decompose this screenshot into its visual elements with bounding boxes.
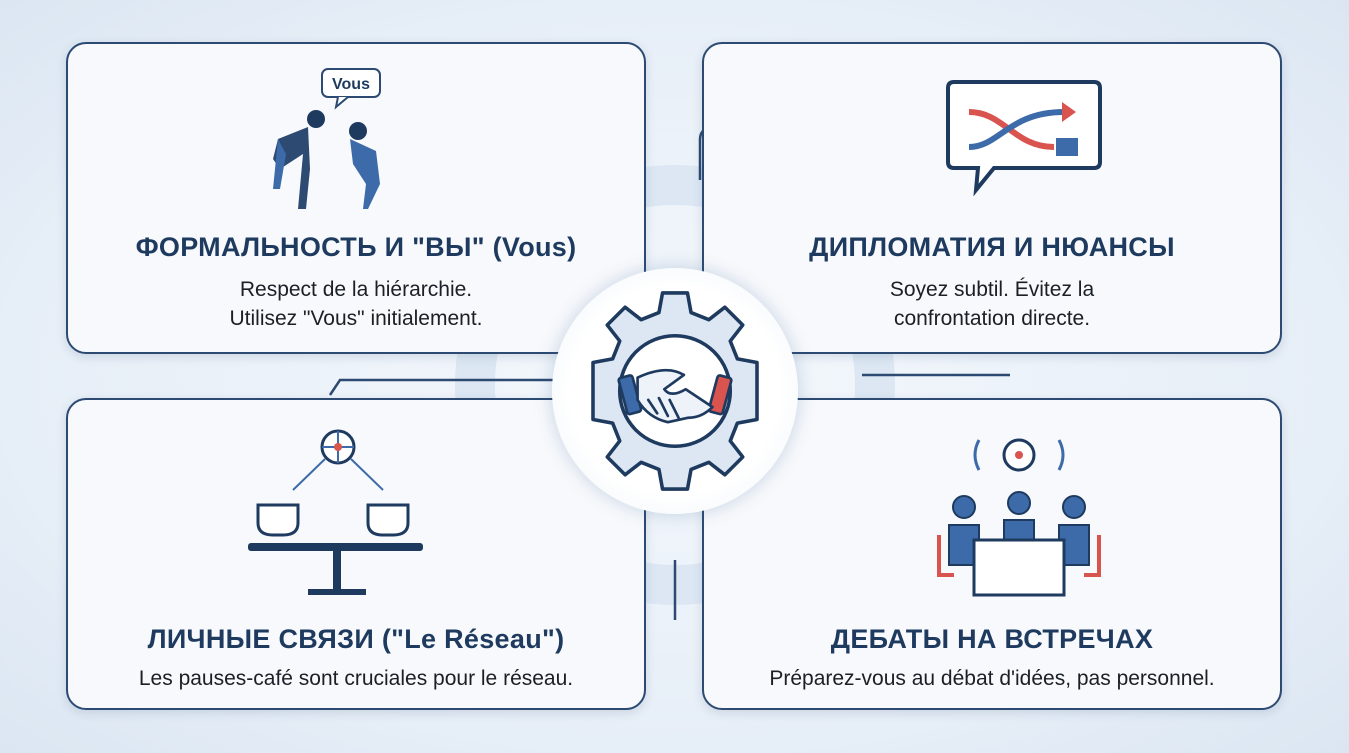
description-line: Respect de la hiérarchie. xyxy=(239,278,473,301)
description-line: Soyez subtil. Évitez la xyxy=(889,278,1095,301)
center-hub xyxy=(552,268,798,514)
meeting-idea-icon xyxy=(937,438,1101,597)
description-line: Utilisez "Vous" initialement. xyxy=(229,307,483,330)
card-description: Respect de la hiérarchie. Utilisez "Vous… xyxy=(68,275,644,333)
shuffle-speech-bubble-icon xyxy=(946,80,1102,197)
bowing-people-icon: Vous xyxy=(273,68,381,209)
card-formality: Vous ФОРМАЛЬНОСТЬ И "ВЫ" (Vous) Respect … xyxy=(66,42,646,354)
card-description: Soyez subtil. Évitez la confrontation di… xyxy=(704,275,1280,333)
card-debates: ДЕБАТЫ НА ВСТРЕЧАХ Préparez-vous au déba… xyxy=(702,398,1282,710)
card-network: ЛИЧНЫЕ СВЯЗИ ("Le Réseau") Les pauses-ca… xyxy=(66,398,646,710)
gear-handshake-icon xyxy=(591,291,759,491)
description-line: Les pauses-café sont cruciales pour le r… xyxy=(138,667,574,690)
description-line: confrontation directe. xyxy=(893,307,1091,330)
card-description: Les pauses-café sont cruciales pour le r… xyxy=(68,664,644,693)
card-title: ДЕБАТЫ НА ВСТРЕЧАХ xyxy=(830,624,1154,654)
coffee-table-network-icon xyxy=(248,429,423,595)
card-description: Préparez-vous au débat d'idées, pas pers… xyxy=(704,664,1280,693)
card-title: ФОРМАЛЬНОСТЬ И "ВЫ" (Vous) xyxy=(135,232,577,262)
card-title: ДИПЛОМАТИЯ И НЮАНСЫ xyxy=(809,232,1175,262)
vous-bubble-label: Vous xyxy=(332,76,370,93)
card-diplomacy: ДИПЛОМАТИЯ И НЮАНСЫ Soyez subtil. Évitez… xyxy=(702,42,1282,354)
card-title: ЛИЧНЫЕ СВЯЗИ ("Le Réseau") xyxy=(147,624,565,654)
description-line: Préparez-vous au débat d'idées, pas pers… xyxy=(769,667,1215,690)
